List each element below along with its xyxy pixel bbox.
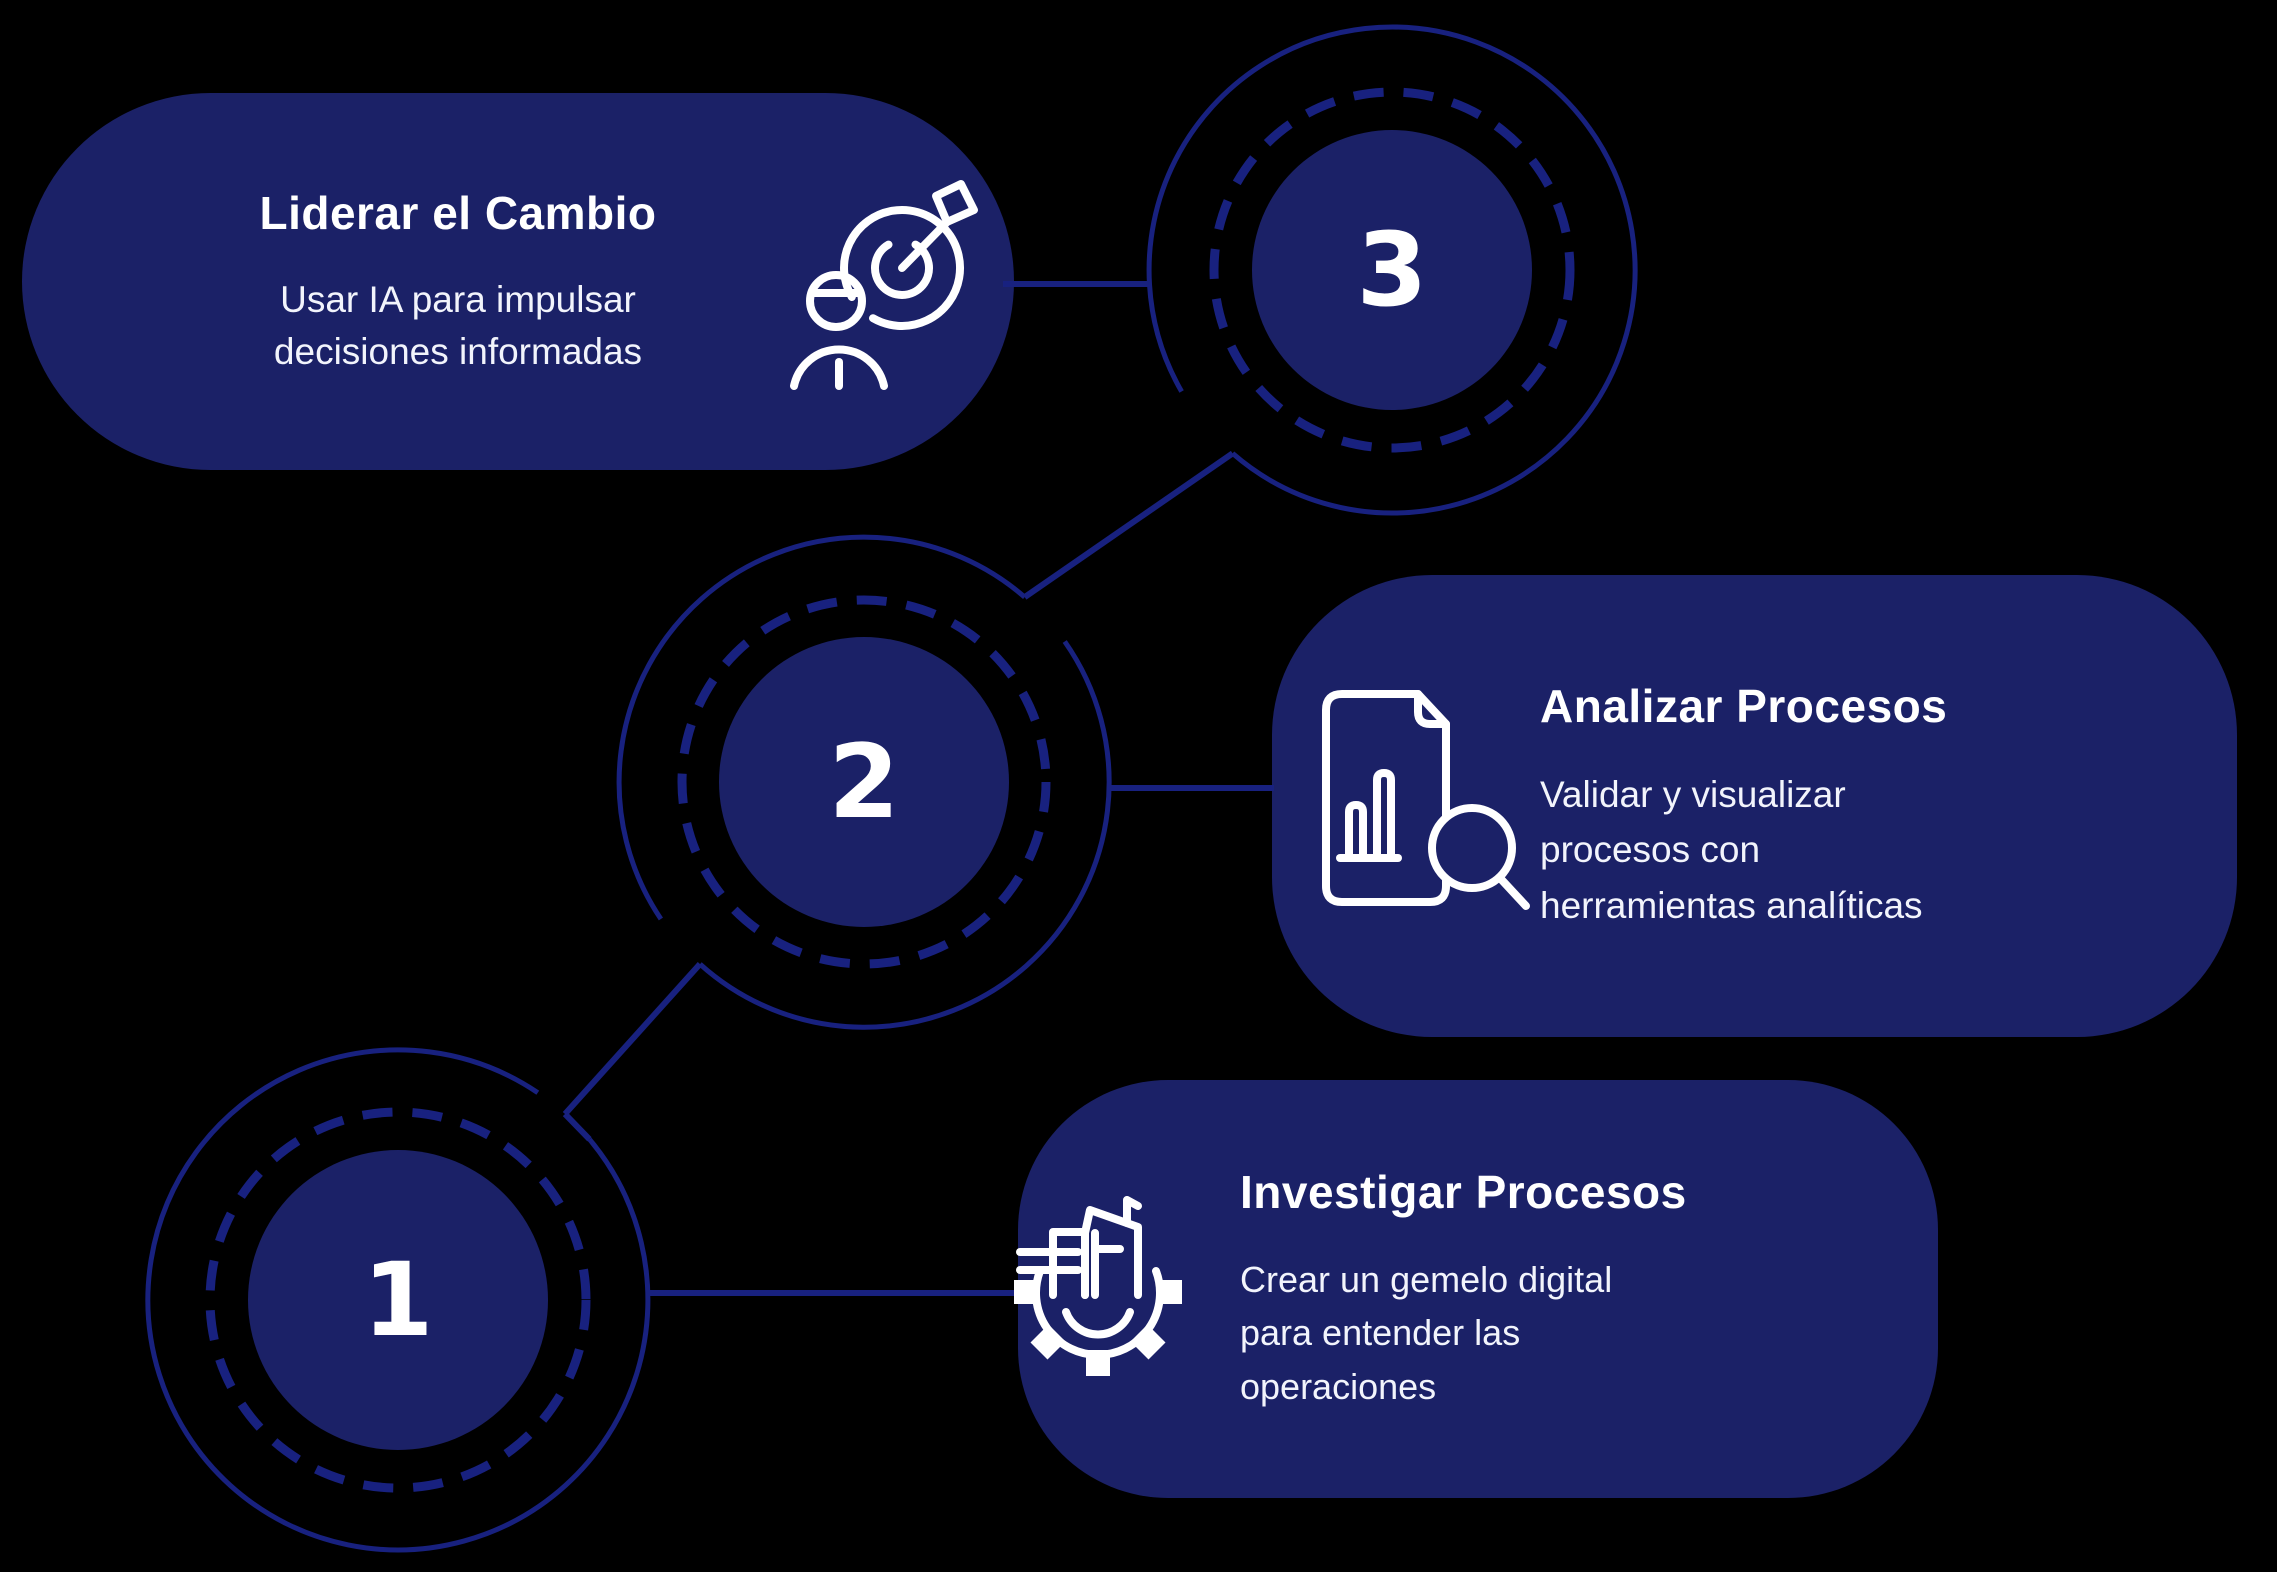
card-description: Validar y visualizar procesos con herram…: [1540, 773, 1923, 926]
card-liderar-el-cambio: Liderar el Cambio Usar IA para impulsar …: [22, 93, 1014, 470]
step-number: 2: [828, 722, 900, 842]
step-3-circle: 3: [1252, 130, 1532, 410]
step-2-circle: 2: [719, 637, 1009, 927]
card-title: Analizar Procesos: [1540, 679, 1948, 732]
card-investigar-procesos: Investigar Procesos Crear un gemelo digi…: [1018, 1080, 1938, 1498]
card-title: Investigar Procesos: [1240, 1166, 1687, 1219]
step-number: 3: [1356, 210, 1428, 330]
card-title: Liderar el Cambio: [259, 187, 657, 240]
connector-circle2-to-circle3: [1022, 450, 1235, 600]
connector-circle1-to-circle2: [562, 961, 703, 1142]
card-description: Usar IA para impulsar decisiones informa…: [273, 279, 643, 372]
card-analizar-procesos: Analizar Procesos Validar y visualizar p…: [1272, 575, 2237, 1037]
step-1-circle: 1: [248, 1150, 548, 1450]
step-number: 1: [362, 1240, 434, 1360]
card-description: Crear un gemelo digital para entender la…: [1240, 1259, 1613, 1407]
